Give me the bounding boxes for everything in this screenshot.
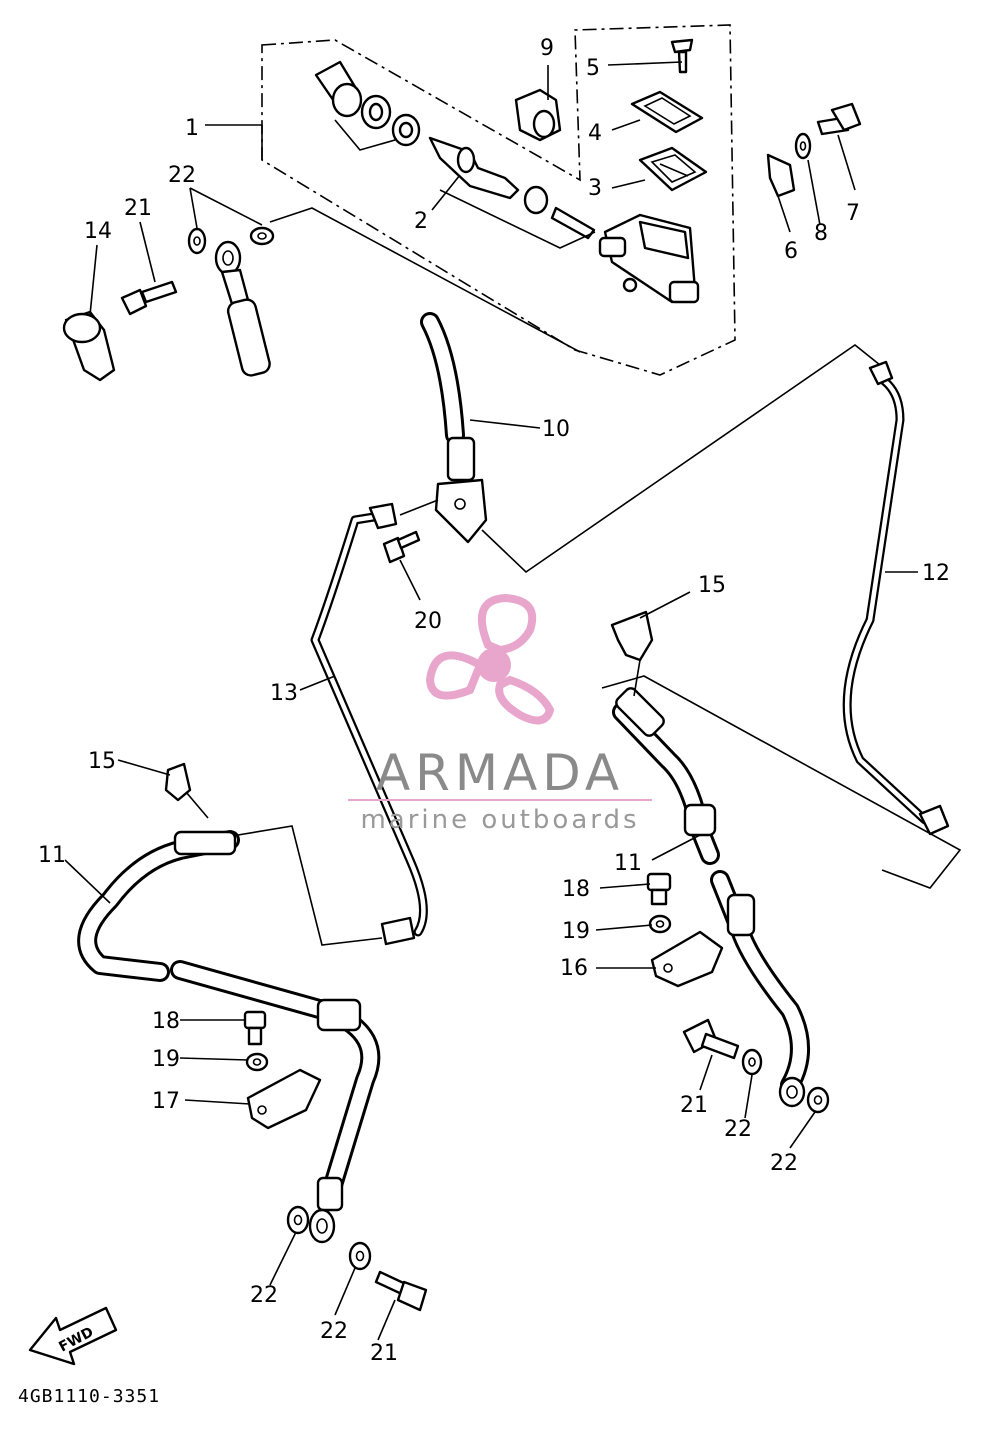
joint-bolt-20 [382, 530, 421, 564]
callout-11-left: 11 [38, 843, 66, 868]
callout-3: 3 [588, 176, 602, 201]
diagram-code: 4GB1110-3351 [18, 1386, 160, 1407]
hose-clip-right [610, 610, 654, 662]
callout-14: 14 [84, 219, 112, 244]
reservoir-diaphragm [638, 146, 708, 192]
leader-lines [64, 61, 962, 1341]
callout-4: 4 [588, 121, 602, 146]
callout-18-left: 18 [152, 1009, 180, 1034]
callout-6: 6 [784, 239, 798, 264]
brand-name: ARMADA [376, 744, 624, 802]
hose-stay-left [246, 1068, 322, 1130]
armada-logo: ARMADA marine outboards [348, 593, 652, 835]
logo-propeller-blade-left [425, 651, 486, 700]
callout-numbers: 1 2 3 4 5 6 7 8 9 10 11 11 12 13 14 15 1… [38, 36, 950, 1366]
rubber-cap [62, 310, 116, 382]
washer-22-upper-left [187, 227, 207, 255]
reservoir-cap [630, 90, 704, 134]
callout-20: 20 [414, 609, 442, 634]
brand-tagline: marine outboards [360, 805, 639, 835]
callout-10: 10 [542, 417, 570, 442]
master-cylinder-group-outline [261, 24, 736, 376]
callout-21-right: 21 [680, 1093, 708, 1118]
brake-pipe-right [842, 360, 950, 836]
callout-12: 12 [922, 561, 950, 586]
callout-22-bottom-a: 22 [250, 1283, 278, 1308]
bolt-7 [816, 102, 862, 136]
logo-propeller-blade-right [495, 675, 555, 725]
brake-hose-right [612, 687, 810, 1108]
bleed-screw-21-right [682, 1018, 740, 1060]
washer-22-bottom-b [348, 1241, 372, 1271]
callout-22-upper: 22 [168, 163, 196, 188]
brake-pipe-left [310, 502, 428, 946]
callout-21-upper: 21 [124, 196, 152, 221]
upper-brake-hose [420, 312, 476, 482]
bolt-18-right [646, 872, 672, 906]
three-way-joint [434, 478, 488, 544]
washer-22-right-b [806, 1086, 830, 1114]
cap-screw [670, 38, 694, 74]
callout-7: 7 [846, 201, 860, 226]
banjo-upper [214, 240, 271, 377]
bolt-18-left [243, 1010, 267, 1046]
callout-22-bottom-b: 22 [320, 1319, 348, 1344]
callout-22-right-a: 22 [724, 1117, 752, 1142]
washer-22-bottom-a [286, 1205, 310, 1235]
bleed-screw-21 [120, 280, 178, 316]
callout-11-right: 11 [614, 851, 642, 876]
brake-hose-left [77, 830, 381, 1244]
callout-22-right-b: 22 [770, 1151, 798, 1176]
callout-21-bottom: 21 [370, 1341, 398, 1366]
callout-19-right: 19 [562, 919, 590, 944]
callout-15-left: 15 [88, 749, 116, 774]
clamp [766, 153, 796, 198]
washer-19-right [648, 914, 672, 934]
washer-22-upper-mid [249, 226, 275, 246]
bleed-screw-21-bottom [374, 1270, 428, 1312]
callout-5: 5 [586, 56, 600, 81]
fwd-arrow: FWD [28, 1306, 118, 1366]
master-cylinder-body [598, 213, 700, 304]
callout-15-right: 15 [698, 573, 726, 598]
washer-19-left [245, 1052, 269, 1072]
callout-2: 2 [414, 209, 428, 234]
callout-9: 9 [540, 36, 554, 61]
washer-8 [794, 132, 812, 160]
callout-1: 1 [185, 116, 199, 141]
piston-kit [314, 60, 596, 240]
callout-18-right: 18 [562, 877, 590, 902]
callout-8: 8 [814, 221, 828, 246]
washer-22-right-a [741, 1048, 763, 1076]
hose-stay-right [650, 930, 724, 988]
callout-17: 17 [152, 1089, 180, 1114]
hose-clip-left [164, 762, 192, 802]
boot [514, 88, 562, 142]
callout-16: 16 [560, 956, 588, 981]
logo-hub [477, 648, 511, 682]
callout-19-left: 19 [152, 1047, 180, 1072]
callout-13: 13 [270, 681, 298, 706]
logo-propeller-blade-top [477, 593, 537, 655]
